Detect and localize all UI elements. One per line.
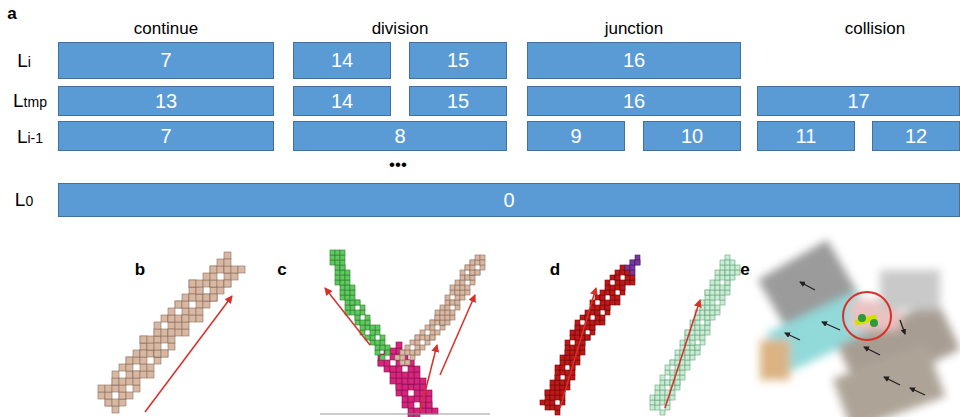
label-number: 7 (160, 125, 171, 148)
level-box: 16 (527, 42, 741, 79)
level-box: 14 (293, 42, 391, 79)
level-box: 17 (757, 86, 960, 116)
label-number: 12 (905, 125, 927, 148)
panel-letter: c (277, 260, 286, 280)
level-box: 10 (643, 121, 741, 151)
label-number: 15 (447, 49, 469, 72)
level-box: 12 (872, 121, 960, 151)
label-number: 14 (331, 90, 353, 113)
level-label: Li (17, 50, 31, 72)
panel-letter: b (135, 260, 145, 280)
panel-letter: a (7, 4, 16, 24)
level-label: Ltmp (13, 90, 47, 112)
level-box: 11 (757, 121, 855, 151)
column-heading: collision (845, 19, 905, 39)
level-box: 8 (293, 121, 507, 151)
label-number: 8 (394, 125, 405, 148)
label-number: 13 (155, 90, 177, 113)
level-box: 15 (409, 86, 507, 116)
column-heading: continue (134, 19, 198, 39)
level-box: 7 (58, 121, 274, 151)
label-number: 10 (681, 125, 703, 148)
level-label: Li-1 (17, 126, 43, 148)
label-number: 7 (160, 49, 171, 72)
column-heading: junction (605, 19, 664, 39)
label-number: 9 (570, 125, 581, 148)
label-number: 11 (796, 125, 817, 148)
label-number: 17 (847, 90, 869, 113)
label-number: 14 (331, 49, 353, 72)
level-box: 14 (293, 86, 391, 116)
level-box: 13 (58, 86, 274, 116)
panel-letter: d (550, 260, 560, 280)
column-heading: division (372, 19, 429, 39)
label-number: 16 (623, 90, 645, 113)
level-box: 16 (527, 86, 741, 116)
ellipsis: ••• (389, 155, 407, 175)
level-box: 0 (58, 183, 960, 217)
level-box: 15 (409, 42, 507, 79)
label-number: 16 (623, 49, 645, 72)
label-number: 0 (503, 189, 514, 212)
level-box: 7 (58, 42, 274, 79)
level-box: 9 (527, 121, 625, 151)
label-number: 15 (447, 90, 469, 113)
panel-letter: e (740, 260, 749, 280)
level-label: L0 (15, 189, 33, 211)
